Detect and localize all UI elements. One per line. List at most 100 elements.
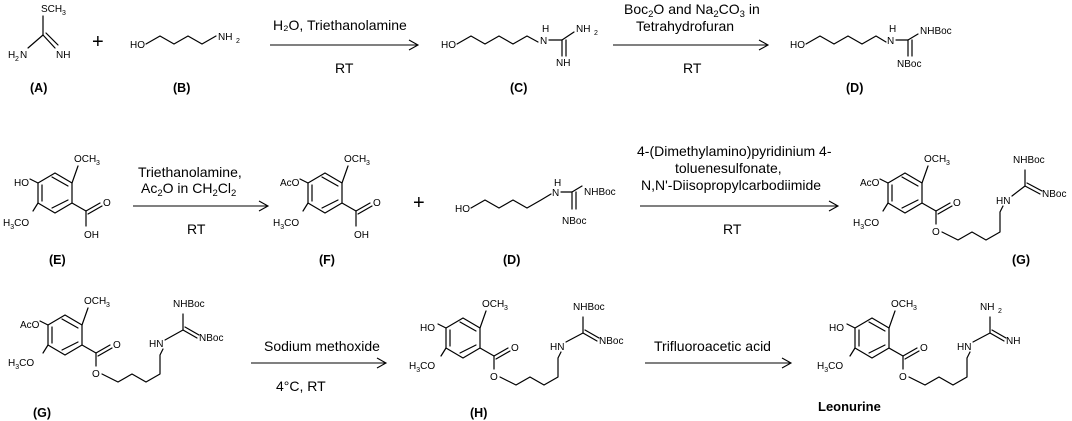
svg-text:OCH: OCH — [482, 299, 504, 310]
svg-text:N: N — [552, 188, 559, 199]
label-a: (A) — [30, 81, 47, 95]
svg-text:HN: HN — [996, 196, 1010, 207]
svg-text:NH: NH — [56, 50, 70, 61]
svg-text:N: N — [540, 36, 547, 47]
svg-text:N,N'-Diisopropylcarbodiimide: N,N'-Diisopropylcarbodiimide — [641, 177, 821, 193]
reaction-arrow-6: Trifluoroacetic acid — [645, 338, 793, 369]
svg-text:2: 2 — [236, 38, 240, 45]
svg-text:Ac2O in CH2Cl2: Ac2O in CH2Cl2 — [141, 180, 236, 199]
svg-text:H3CO: H3CO — [853, 218, 879, 231]
svg-text:Trifluoroacetic acid: Trifluoroacetic acid — [654, 338, 771, 354]
svg-text:HO: HO — [790, 40, 805, 51]
svg-text:3: 3 — [913, 305, 917, 312]
label-h: (H) — [470, 406, 487, 420]
svg-text:RT: RT — [723, 221, 742, 237]
svg-text:3: 3 — [62, 10, 66, 17]
svg-text:NHBoc: NHBoc — [573, 302, 605, 313]
svg-text:O: O — [92, 369, 100, 380]
svg-text:4°C, RT: 4°C, RT — [276, 378, 326, 394]
svg-text:O: O — [103, 198, 111, 209]
svg-text:RT: RT — [683, 60, 702, 76]
svg-text:NH: NH — [576, 24, 590, 35]
svg-text:3: 3 — [504, 305, 508, 312]
svg-text:OCH: OCH — [891, 299, 913, 310]
svg-text:H3CO: H3CO — [409, 361, 435, 374]
label-g-second: (G) — [33, 406, 51, 420]
svg-text:N: N — [887, 36, 894, 47]
svg-text:O: O — [932, 227, 940, 238]
svg-text:HO: HO — [829, 323, 844, 334]
svg-text:H3CO: H3CO — [8, 358, 34, 371]
compound-d-second: HO H N NHBoc NBoc (D) — [455, 178, 616, 267]
label-f: (F) — [319, 253, 335, 267]
svg-text:3: 3 — [96, 160, 100, 167]
svg-text:OH: OH — [354, 230, 369, 241]
svg-text:4-(Dimethylamino)pyridinium 4-: 4-(Dimethylamino)pyridinium 4- — [637, 143, 832, 159]
svg-text:HN: HN — [957, 342, 971, 353]
compound-b: HO NH 2 (B) — [130, 32, 240, 95]
svg-text:Sodium methoxide: Sodium methoxide — [264, 338, 380, 354]
svg-text:HN: HN — [149, 339, 163, 350]
svg-text:Tetrahydrofuran: Tetrahydrofuran — [636, 18, 734, 34]
plus-sign-2: + — [413, 192, 425, 214]
svg-text:NHBoc: NHBoc — [1013, 155, 1045, 166]
svg-text:RT: RT — [335, 60, 354, 76]
svg-text:O: O — [373, 198, 381, 209]
svg-text:AcO: AcO — [280, 178, 300, 189]
svg-text:H3CO: H3CO — [273, 218, 299, 231]
svg-text:H: H — [554, 178, 561, 189]
svg-text:HN: HN — [550, 342, 564, 353]
label-c: (C) — [510, 81, 527, 95]
svg-text:OCH: OCH — [924, 154, 946, 165]
reaction-arrow-2: Boc2O and Na2CO3 in Tetrahydrofuran RT — [613, 1, 770, 76]
svg-text:H: H — [542, 24, 549, 35]
svg-text:HO: HO — [455, 204, 470, 215]
compound-g: OCH 3 AcO H3CO O O HN NHBoc NBoc (G) — [853, 154, 1066, 267]
svg-text:NH: NH — [218, 32, 232, 43]
svg-text:2: 2 — [998, 308, 1002, 315]
svg-text:OH: OH — [84, 230, 99, 241]
svg-text:O: O — [490, 372, 498, 383]
svg-text:O: O — [953, 198, 961, 209]
svg-text:OCH: OCH — [344, 154, 366, 165]
label-g: (G) — [1012, 253, 1030, 267]
svg-text:OCH: OCH — [74, 154, 96, 165]
svg-text:H: H — [889, 24, 896, 35]
svg-text:NBoc: NBoc — [599, 336, 623, 347]
svg-text:NHBoc: NHBoc — [920, 26, 952, 37]
label-leonurine: Leonurine — [818, 399, 881, 414]
reaction-arrow-4: 4-(Dimethylamino)pyridinium 4- toluenesu… — [637, 143, 840, 237]
svg-text:O: O — [113, 340, 121, 351]
svg-text:NBoc: NBoc — [199, 333, 223, 344]
svg-text:H3CO: H3CO — [817, 361, 843, 374]
svg-text:H₂O, Triethanolamine: H₂O, Triethanolamine — [273, 17, 407, 33]
svg-text:O: O — [920, 343, 928, 354]
svg-text:3: 3 — [106, 302, 110, 309]
label-d: (D) — [846, 81, 863, 95]
svg-text:Boc2O and Na2CO3 in: Boc2O and Na2CO3 in — [624, 1, 760, 20]
svg-text:H: H — [8, 50, 15, 61]
compound-g-second: OCH 3 AcO H3CO O O HN NHBoc NBoc (G) — [8, 296, 223, 420]
svg-text:O: O — [511, 343, 519, 354]
svg-text:toluenesulfonate,: toluenesulfonate, — [675, 160, 782, 176]
compound-leonurine: OCH 3 HO H3CO O O HN NH 2 NH Leonurine — [817, 299, 1020, 414]
svg-text:RT: RT — [187, 221, 206, 237]
label-e: (E) — [49, 253, 66, 267]
svg-text:AcO: AcO — [860, 178, 880, 189]
svg-text:HO: HO — [14, 178, 29, 189]
svg-text:2: 2 — [15, 56, 19, 63]
svg-text:NHBoc: NHBoc — [584, 187, 616, 198]
label-b: (B) — [173, 81, 190, 95]
reaction-arrow-3: Triethanolamine, Ac2O in CH2Cl2 RT — [133, 164, 270, 237]
svg-text:O: O — [899, 372, 907, 383]
svg-text:NH: NH — [556, 58, 570, 69]
label-d-second: (D) — [503, 253, 520, 267]
svg-text:HO: HO — [420, 323, 435, 334]
reaction-arrow-1: H₂O, Triethanolamine RT — [270, 17, 420, 76]
compound-a: SCH 3 H 2 N NH (A) — [8, 4, 70, 95]
svg-text:NBoc: NBoc — [562, 216, 586, 227]
svg-text:H3CO: H3CO — [3, 218, 29, 231]
svg-text:NHBoc: NHBoc — [173, 299, 205, 310]
